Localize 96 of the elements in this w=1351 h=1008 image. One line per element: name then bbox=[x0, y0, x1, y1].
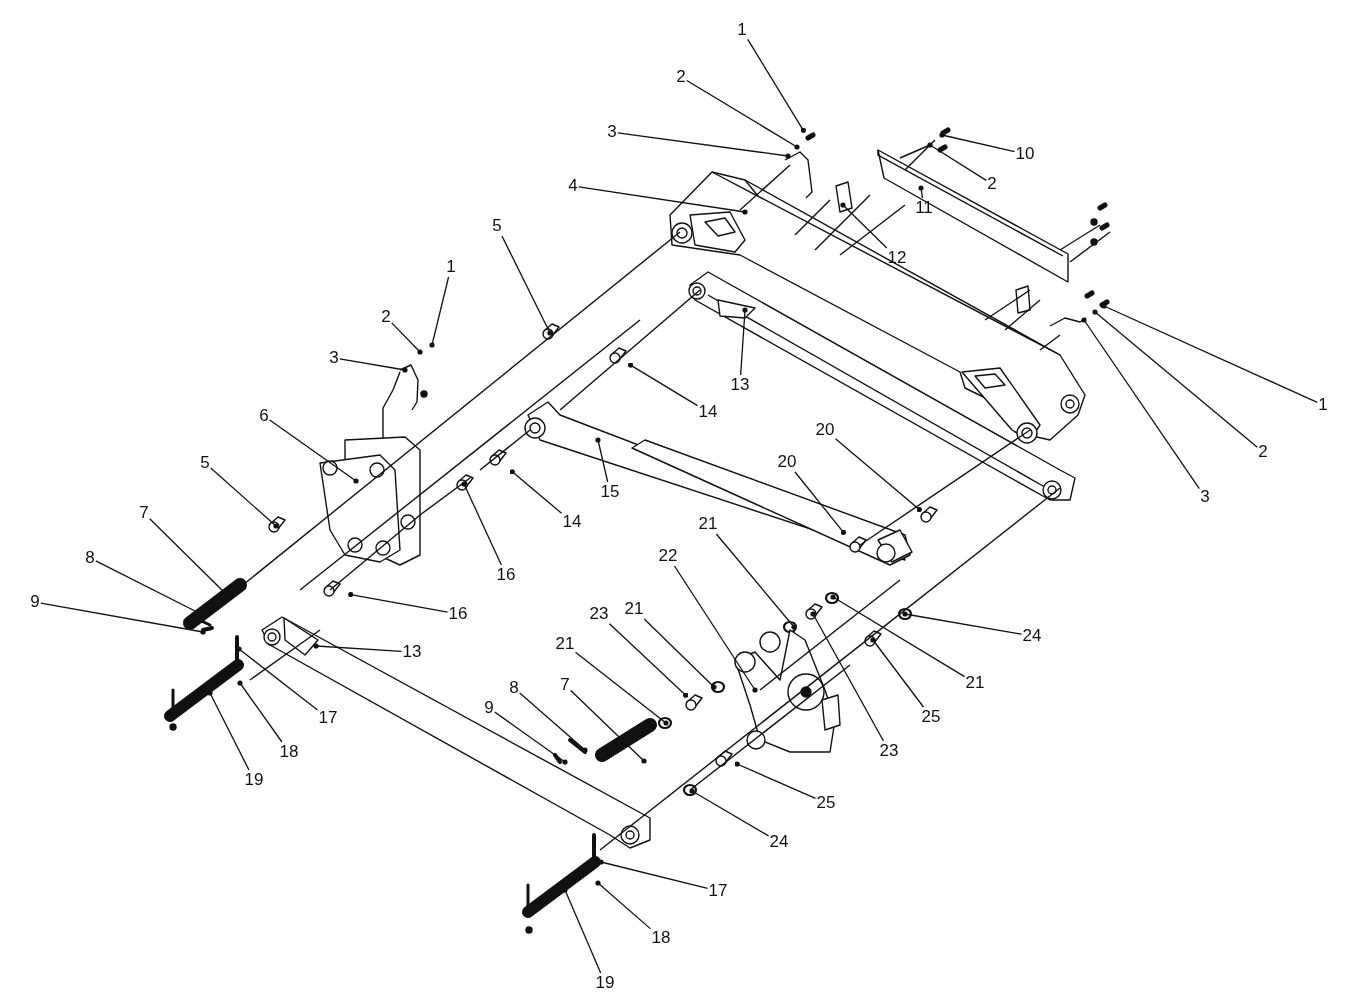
callout-number: 11 bbox=[915, 199, 933, 217]
callout-number: 17 bbox=[318, 709, 338, 727]
leader-line bbox=[501, 235, 553, 336]
callout-number: 2 bbox=[676, 68, 686, 86]
leader-line bbox=[574, 651, 669, 726]
leader-line bbox=[689, 788, 770, 837]
callout-number: 14 bbox=[698, 403, 718, 421]
callout-number: 18 bbox=[279, 743, 299, 761]
leader-line bbox=[673, 565, 758, 693]
callout-number: 22 bbox=[658, 547, 678, 565]
callout-number: 14 bbox=[562, 513, 582, 531]
callout-number: 1 bbox=[446, 258, 456, 276]
callout-number: 21 bbox=[965, 674, 985, 692]
leader-line bbox=[237, 680, 283, 743]
leader-line bbox=[834, 438, 922, 513]
callout-number: 12 bbox=[887, 249, 907, 267]
leader-line bbox=[734, 761, 817, 800]
leader-line bbox=[1081, 317, 1200, 490]
leader-line bbox=[747, 38, 806, 133]
callout-number: 20 bbox=[815, 421, 835, 439]
leader-line bbox=[509, 469, 563, 514]
callout-number: 21 bbox=[555, 635, 575, 653]
callout-number: 3 bbox=[607, 123, 617, 141]
callout-number: 3 bbox=[1200, 488, 1210, 506]
callout-number: 16 bbox=[496, 566, 516, 584]
leader-line bbox=[840, 202, 888, 249]
leader-line bbox=[686, 79, 800, 150]
leader-line bbox=[391, 322, 423, 355]
leader-line bbox=[740, 307, 748, 376]
leader-line bbox=[1092, 309, 1258, 448]
callout-number: 7 bbox=[139, 504, 149, 522]
callout-number: 15 bbox=[600, 483, 620, 501]
callout-number: 20 bbox=[777, 453, 797, 471]
leader-line bbox=[40, 602, 206, 635]
leader-line bbox=[562, 887, 602, 974]
callout-number: 21 bbox=[698, 515, 718, 533]
leader-line bbox=[902, 611, 1023, 635]
leader-line bbox=[810, 611, 885, 742]
callout-number: 23 bbox=[879, 742, 899, 760]
leader-line bbox=[595, 880, 652, 930]
leader-line bbox=[939, 132, 1016, 153]
leader-line bbox=[870, 637, 925, 708]
leader-line bbox=[595, 437, 609, 483]
leader-line bbox=[627, 362, 699, 407]
callout-number: 2 bbox=[987, 175, 997, 193]
callout-number: 3 bbox=[329, 349, 339, 367]
callout-number: 1 bbox=[1318, 396, 1328, 414]
callout-number: 2 bbox=[381, 308, 391, 326]
leader-line bbox=[236, 646, 319, 711]
leader-line bbox=[429, 276, 450, 348]
leader-line bbox=[461, 481, 503, 566]
leader-line bbox=[927, 142, 987, 182]
callout-number: 9 bbox=[30, 593, 40, 611]
leader-line bbox=[570, 689, 647, 764]
callout-number: 25 bbox=[816, 794, 836, 812]
callout-number: 13 bbox=[730, 376, 750, 394]
leader-line bbox=[715, 533, 797, 630]
leader-line bbox=[643, 618, 717, 690]
leader-line bbox=[598, 859, 709, 890]
callout-number: 19 bbox=[244, 771, 264, 789]
callout-number: 19 bbox=[595, 974, 615, 992]
callout-number: 9 bbox=[484, 699, 494, 717]
callout-number: 16 bbox=[448, 605, 468, 623]
leader-line bbox=[210, 467, 279, 529]
leader-line bbox=[519, 692, 588, 753]
callout-number: 6 bbox=[259, 407, 269, 425]
leader-line bbox=[794, 471, 847, 535]
leader-line bbox=[1101, 303, 1318, 404]
callout-number: 4 bbox=[568, 177, 578, 195]
leader-line bbox=[830, 594, 966, 678]
callout-number: 1 bbox=[737, 21, 747, 39]
callout-number: 5 bbox=[200, 454, 210, 472]
callout-number: 2 bbox=[1258, 443, 1268, 461]
callout-number: 13 bbox=[402, 643, 422, 661]
callout-number: 23 bbox=[589, 605, 609, 623]
leader-line bbox=[313, 643, 403, 652]
callout-number: 18 bbox=[651, 929, 671, 947]
leader-line bbox=[578, 186, 748, 215]
callout-number: 7 bbox=[560, 676, 570, 694]
callout-number: 8 bbox=[509, 679, 519, 697]
callout-number: 24 bbox=[1022, 627, 1042, 645]
leader-line bbox=[617, 132, 791, 159]
callout-number: 8 bbox=[85, 549, 95, 567]
leader-line bbox=[339, 358, 408, 373]
callout-number: 10 bbox=[1015, 145, 1035, 163]
callout-number: 24 bbox=[769, 833, 789, 851]
leader-line bbox=[269, 419, 359, 484]
callout-number: 17 bbox=[708, 882, 728, 900]
leader-line bbox=[207, 690, 250, 771]
callout-number: 25 bbox=[921, 708, 941, 726]
callout-number: 5 bbox=[492, 217, 502, 235]
callout-number: 21 bbox=[624, 600, 644, 618]
leader-line bbox=[608, 623, 689, 698]
leader-line bbox=[918, 185, 924, 199]
leader-line bbox=[348, 591, 449, 613]
leader-line bbox=[494, 711, 568, 765]
